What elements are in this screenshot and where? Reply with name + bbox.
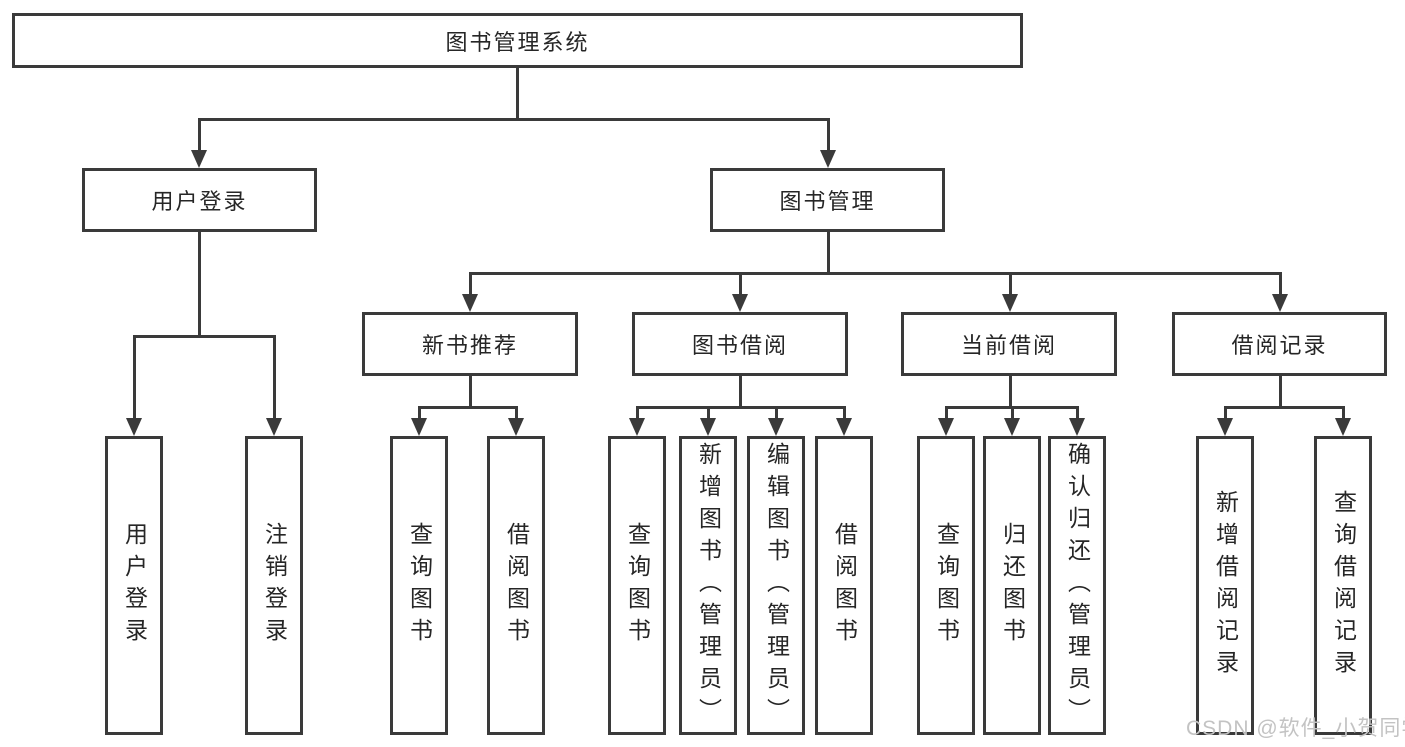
leaf-record-query-borrow-record-label: 查询借阅记录: [1330, 489, 1357, 682]
leaf-current-query-books: 查询图书: [917, 436, 975, 735]
connector-line: [133, 335, 136, 420]
connector-line: [198, 232, 201, 335]
arrow-down-icon: [508, 418, 524, 436]
leaf-current-query-books-label: 查询图书: [933, 521, 960, 650]
node-root-label: 图书管理系统: [445, 29, 590, 55]
leaf-user-login-label: 用户登录: [121, 521, 148, 650]
arrow-down-icon: [700, 418, 716, 436]
leaf-newbook-borrow-books-label: 借阅图书: [503, 521, 530, 650]
arrow-down-icon: [462, 294, 478, 312]
arrow-down-icon: [836, 418, 852, 436]
leaf-record-query-borrow-record: 查询借阅记录: [1314, 436, 1372, 735]
leaf-current-confirm-return-admin: 确认归还（管理员）: [1048, 436, 1106, 735]
arrow-down-icon: [1002, 294, 1018, 312]
arrow-down-icon: [732, 294, 748, 312]
node-book-borrow-label: 图书借阅: [691, 333, 788, 358]
connector-line: [418, 406, 518, 409]
leaf-record-add-borrow-record-label: 新增借阅记录: [1212, 489, 1239, 682]
node-new-book-recommend-label: 新书推荐: [421, 333, 518, 358]
leaf-current-return-books-label: 归还图书: [999, 521, 1026, 650]
arrow-down-icon: [629, 418, 645, 436]
leaf-record-add-borrow-record: 新增借阅记录: [1196, 436, 1254, 735]
connector-line: [1224, 406, 1227, 420]
arrow-down-icon: [768, 418, 784, 436]
leaf-logout-label: 注销登录: [261, 521, 288, 650]
leaf-newbook-borrow-books: 借阅图书: [487, 436, 545, 735]
connector-line: [739, 272, 742, 296]
arrow-down-icon: [1069, 418, 1085, 436]
leaf-current-confirm-return-admin-label: 确认归还（管理员）: [1064, 441, 1091, 730]
arrow-down-icon: [1272, 294, 1288, 312]
arrow-down-icon: [266, 418, 282, 436]
leaf-borrow-borrow-books: 借阅图书: [815, 436, 873, 735]
connector-line: [469, 272, 1282, 275]
arrow-down-icon: [1335, 418, 1351, 436]
connector-line: [469, 376, 472, 406]
leaf-borrow-borrow-books-label: 借阅图书: [831, 521, 858, 650]
connector-line: [1076, 406, 1079, 420]
node-new-book-recommend: 新书推荐: [362, 312, 578, 376]
csdn-watermark: CSDN @软件_小贺同学: [1186, 717, 1405, 740]
connector-line: [198, 118, 201, 152]
connector-line: [945, 406, 948, 420]
connector-line: [827, 118, 830, 152]
connector-line: [1009, 376, 1012, 406]
connector-line: [418, 406, 421, 420]
node-borrow-record-label: 借阅记录: [1231, 333, 1328, 358]
leaf-current-return-books: 归还图书: [983, 436, 1041, 735]
leaf-borrow-edit-books-admin-label: 编辑图书（管理员）: [763, 441, 790, 730]
leaf-borrow-query-books: 查询图书: [608, 436, 666, 735]
node-book-borrow: 图书借阅: [632, 312, 848, 376]
leaf-borrow-add-books-admin: 新增图书（管理员）: [679, 436, 737, 735]
arrow-down-icon: [1004, 418, 1020, 436]
leaf-borrow-query-books-label: 查询图书: [624, 521, 651, 650]
leaf-logout: 注销登录: [245, 436, 303, 735]
connector-line: [636, 406, 845, 409]
arrow-down-icon: [126, 418, 142, 436]
arrow-down-icon: [820, 150, 836, 168]
arrow-down-icon: [938, 418, 954, 436]
node-current-borrow-label: 当前借阅: [960, 333, 1057, 358]
connector-line: [1279, 376, 1282, 406]
arrow-down-icon: [191, 150, 207, 168]
connector-line: [707, 406, 710, 420]
leaf-borrow-add-books-admin-label: 新增图书（管理员）: [695, 441, 722, 730]
connector-line: [843, 406, 846, 420]
arrow-down-icon: [1217, 418, 1233, 436]
connector-line: [775, 406, 778, 420]
connector-line: [827, 232, 830, 272]
connector-line: [469, 272, 472, 296]
connector-line: [739, 376, 742, 406]
connector-line: [1011, 406, 1014, 420]
arrow-down-icon: [411, 418, 427, 436]
connector-line: [1224, 406, 1344, 409]
connector-line: [1009, 272, 1012, 296]
node-book-management-label: 图书管理: [779, 189, 876, 214]
connector-line: [1342, 406, 1345, 420]
connector-line: [133, 335, 275, 338]
node-borrow-record: 借阅记录: [1172, 312, 1387, 376]
node-root: 图书管理系统: [12, 13, 1023, 68]
leaf-borrow-edit-books-admin: 编辑图书（管理员）: [747, 436, 805, 735]
node-user-login: 用户登录: [82, 168, 317, 232]
connector-line: [515, 406, 518, 420]
connector-line: [516, 68, 519, 118]
connector-line: [198, 118, 830, 121]
connector-line: [636, 406, 639, 420]
node-current-borrow: 当前借阅: [901, 312, 1117, 376]
leaf-newbook-query-books: 查询图书: [390, 436, 448, 735]
connector-line: [1279, 272, 1282, 296]
node-book-management: 图书管理: [710, 168, 945, 232]
leaf-user-login: 用户登录: [105, 436, 163, 735]
leaf-newbook-query-books-label: 查询图书: [406, 521, 433, 650]
connector-line: [273, 335, 276, 420]
node-user-login-label: 用户登录: [151, 189, 248, 214]
